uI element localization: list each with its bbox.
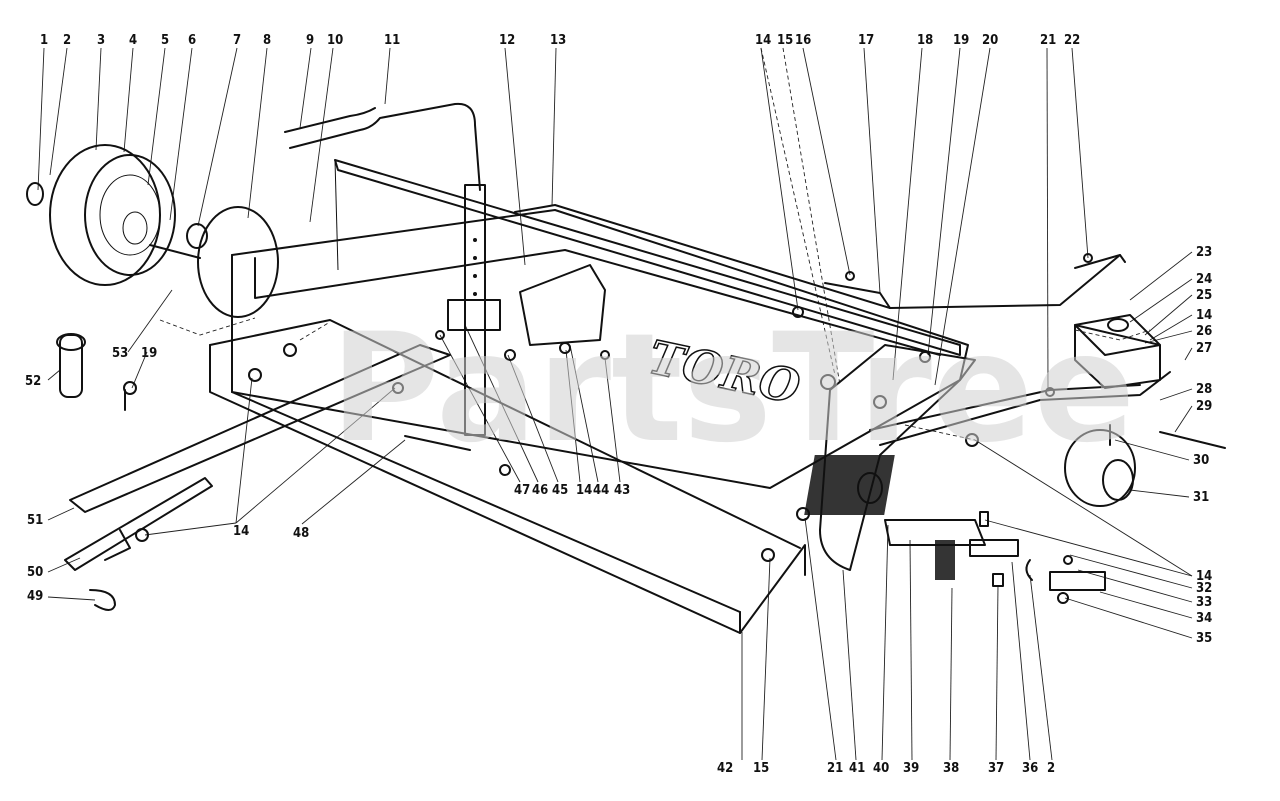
callout-2: 2 xyxy=(63,33,71,48)
callout-41: 41 xyxy=(849,761,865,776)
callout-27: 27 xyxy=(1196,341,1212,356)
callout-10: 10 xyxy=(327,33,343,48)
callout-48: 48 xyxy=(293,526,309,541)
callout-21-top: 21 xyxy=(1040,33,1056,48)
callout-15-bottom: 15 xyxy=(753,761,769,776)
callout-50: 50 xyxy=(27,565,43,580)
callout-32: 32 xyxy=(1196,581,1212,596)
callout-16: 16 xyxy=(795,33,811,48)
callout-14-left: 14 xyxy=(233,524,249,539)
callout-2-bottom: 2 xyxy=(1047,761,1055,776)
callout-14-top: 14 xyxy=(755,33,771,48)
callout-11: 11 xyxy=(384,33,400,48)
handle-assembly xyxy=(64,102,501,571)
callout-39: 39 xyxy=(903,761,919,776)
callout-labels: 1 2 3 4 5 6 7 8 9 10 11 12 13 14 15 16 1… xyxy=(25,33,1212,776)
callout-52: 52 xyxy=(25,374,41,389)
callout-26: 26 xyxy=(1196,324,1212,339)
callout-8: 8 xyxy=(263,33,271,48)
brush-assembly xyxy=(804,344,1106,604)
callout-23: 23 xyxy=(1196,245,1212,260)
callout-14-lower-right: 14 xyxy=(1196,569,1212,584)
callout-40: 40 xyxy=(873,761,889,776)
callout-9: 9 xyxy=(306,33,314,48)
callout-19-left: 19 xyxy=(141,346,157,361)
callout-21-bottom: 21 xyxy=(827,761,843,776)
callout-25: 25 xyxy=(1196,288,1212,303)
callout-38: 38 xyxy=(943,761,959,776)
callout-49: 49 xyxy=(27,589,43,604)
watermark: PartsTree xyxy=(330,302,1135,476)
leader-lines xyxy=(37,47,1193,761)
callout-45: 45 xyxy=(552,483,568,498)
callout-20: 20 xyxy=(982,33,998,48)
callout-42: 42 xyxy=(717,761,733,776)
callout-14-right: 14 xyxy=(1196,308,1212,323)
hardware-items xyxy=(56,253,1093,611)
callout-19-top: 19 xyxy=(953,33,969,48)
callout-34: 34 xyxy=(1196,611,1212,626)
callout-46: 46 xyxy=(532,483,548,498)
callout-1: 1 xyxy=(40,33,48,48)
callout-6: 6 xyxy=(188,33,196,48)
callout-43: 43 xyxy=(614,483,630,498)
callout-36: 36 xyxy=(1022,761,1038,776)
callout-18: 18 xyxy=(917,33,933,48)
callout-30: 30 xyxy=(1193,453,1209,468)
callout-15-top: 15 xyxy=(777,33,793,48)
callout-35: 35 xyxy=(1196,631,1212,646)
callout-33: 33 xyxy=(1196,595,1212,610)
callout-5: 5 xyxy=(161,33,169,48)
wheel-assembly xyxy=(26,144,279,318)
callout-13: 13 xyxy=(550,33,566,48)
assembly-guides xyxy=(159,317,1151,441)
callout-7: 7 xyxy=(233,33,241,48)
callout-12: 12 xyxy=(499,33,515,48)
callout-31: 31 xyxy=(1193,490,1209,505)
caster-assembly xyxy=(869,314,1226,507)
callout-28: 28 xyxy=(1196,382,1212,397)
callout-53: 53 xyxy=(112,346,128,361)
callout-44: 44 xyxy=(593,483,609,498)
callout-14-mid: 14 xyxy=(576,483,592,498)
callout-22: 22 xyxy=(1064,33,1080,48)
callout-37: 37 xyxy=(988,761,1004,776)
callout-24: 24 xyxy=(1196,272,1212,287)
callout-17: 17 xyxy=(858,33,874,48)
callout-47: 47 xyxy=(514,483,530,498)
callout-51: 51 xyxy=(27,513,43,528)
callout-29: 29 xyxy=(1196,399,1212,414)
callout-4: 4 xyxy=(129,33,137,48)
callout-3: 3 xyxy=(97,33,105,48)
